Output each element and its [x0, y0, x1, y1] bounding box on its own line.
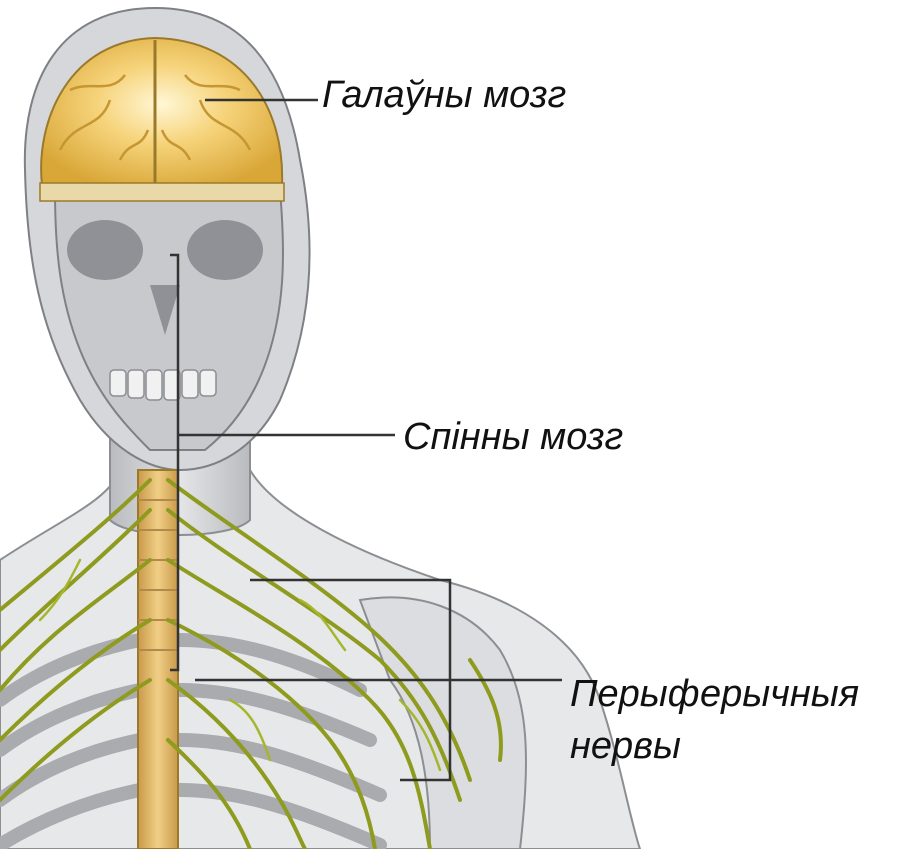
left-eye-socket: [67, 220, 143, 280]
peripheral-nerves-label: Перыферычныя нервы: [570, 668, 859, 772]
skull-cut-edge: [40, 183, 284, 201]
peripheral-nerves-label-line2: нервы: [570, 720, 859, 772]
spinal-cord: [138, 470, 178, 849]
right-eye-socket: [187, 220, 263, 280]
peripheral-nerves-label-line1: Перыферычныя: [570, 668, 859, 720]
spinal-cord-label: Спінны мозг: [403, 415, 623, 459]
brain-label: Галаўны мозг: [322, 73, 566, 117]
